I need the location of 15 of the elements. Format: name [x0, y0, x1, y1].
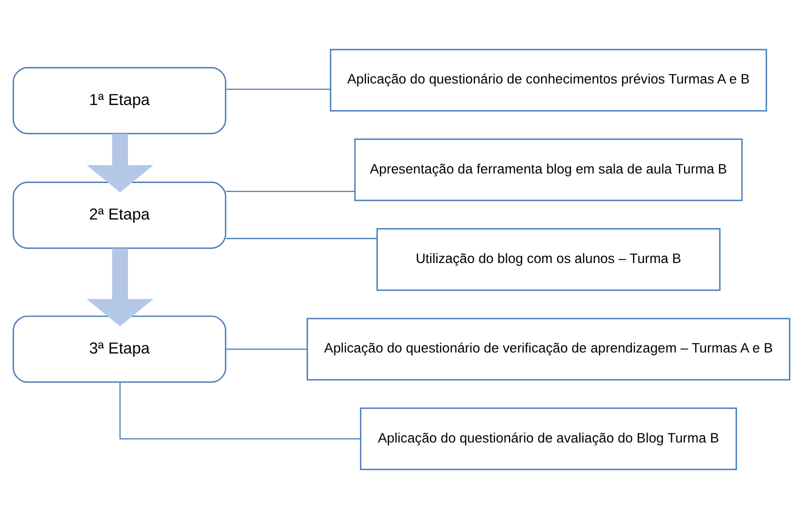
connector [226, 348, 308, 350]
connector [226, 238, 377, 240]
node-box: 2ª Etapa [12, 182, 226, 249]
node-box: Utilização do blog com os alunos – Turma B [376, 228, 721, 291]
connector [226, 88, 330, 90]
node-box: Aplicação do questionário de conhecimentos prévios Turmas A e B [330, 48, 768, 112]
node-box: Apresentação da ferramenta blog em sala de aula Turma B [354, 138, 743, 202]
node-box: Aplicação do questionário de verificação de aprendizagem – Turmas A e B [306, 318, 790, 380]
node-box: 1ª Etapa [12, 67, 226, 134]
arrow [86, 134, 154, 192]
node-box: Aplicação do questionário de avaliação do Blog Turma B [360, 408, 737, 470]
node-box: 3ª Etapa [12, 316, 226, 383]
connector [119, 382, 361, 440]
connector [226, 190, 355, 192]
arrow [86, 248, 154, 326]
